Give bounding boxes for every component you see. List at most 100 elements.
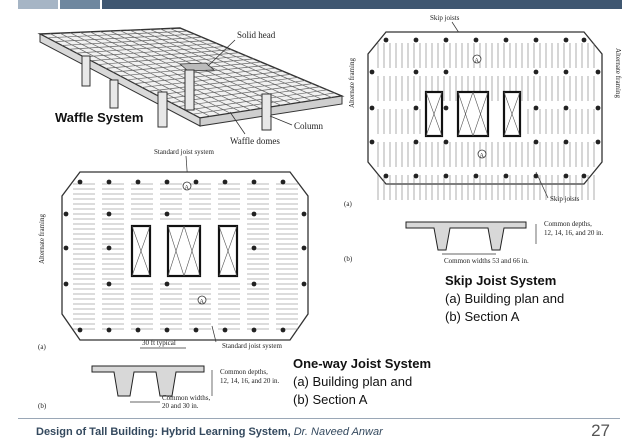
footer-title: Design of Tall Building: Hybrid Learning… xyxy=(36,426,291,438)
skip-section-a-top: A xyxy=(475,58,480,64)
label-standard-joist-top: Standard joist system xyxy=(154,148,214,156)
column-dot xyxy=(164,281,170,287)
label-oneway-widths-2: 20 and 30 in. xyxy=(162,402,199,410)
column-dot xyxy=(563,173,569,179)
column-dot xyxy=(193,327,199,333)
label-thirty-ft: 30 ft typical xyxy=(142,339,176,347)
column-dot xyxy=(63,211,69,217)
column-dot xyxy=(164,327,170,333)
label-waffle-domes: Waffle domes xyxy=(230,136,280,146)
label-alternate-framing-left-skip: Alternate framing xyxy=(348,58,356,108)
column-dot xyxy=(280,179,286,185)
column-dot xyxy=(413,69,419,75)
column-dot xyxy=(251,281,257,287)
column-dot xyxy=(533,69,539,75)
column-dot xyxy=(106,245,112,251)
column-dot xyxy=(383,173,389,179)
skip-caption: Skip Joist System (a) Building plan and … xyxy=(445,273,564,324)
column-dot xyxy=(443,139,449,145)
oneway-caption: One-way Joist System (a) Building plan a… xyxy=(293,356,431,407)
column-dot xyxy=(595,139,601,145)
column-dot xyxy=(135,327,141,333)
column-dot xyxy=(369,69,375,75)
leader-solid-head xyxy=(207,39,236,67)
oneway-caption-a: (a) Building plan and xyxy=(293,374,413,389)
label-skip-fig-a: (a) xyxy=(344,200,352,208)
label-fig-b: (b) xyxy=(38,402,47,410)
skip-section-a-bottom: A xyxy=(480,153,485,159)
oneway-caption-b: (b) Section A xyxy=(293,392,368,407)
skip-caption-b: (b) Section A xyxy=(445,309,520,324)
column-dot xyxy=(413,37,419,43)
column-dot xyxy=(164,179,170,185)
label-oneway-widths-1: Common widths, xyxy=(162,394,210,402)
column-dot xyxy=(413,139,419,145)
column-dot xyxy=(563,105,569,111)
waffle-slab-drawing: Solid head Column Waffle domes xyxy=(37,27,345,146)
skip-columns xyxy=(369,37,601,179)
slide-footer: Design of Tall Building: Hybrid Learning… xyxy=(0,418,638,447)
column-dot xyxy=(164,211,170,217)
label-column: Column xyxy=(294,121,324,131)
column-dot xyxy=(443,105,449,111)
column-dot xyxy=(135,179,141,185)
label-skip-joists-bottom: Skip joists xyxy=(550,195,580,203)
label-standard-joist-bottom: Standard joist system xyxy=(222,342,282,350)
oneway-caption-title: One-way Joist System xyxy=(293,356,431,371)
skip-plan-drawing: Skip joists Alternate framing Alternate … xyxy=(344,14,622,265)
column-dot xyxy=(301,245,307,251)
column-dot xyxy=(369,139,375,145)
column-dot xyxy=(106,327,112,333)
column-dot xyxy=(533,37,539,43)
column-dot xyxy=(193,179,199,185)
column-dot xyxy=(77,327,83,333)
label-skip-depths-1: Common depths, xyxy=(544,220,592,228)
column-dot xyxy=(106,281,112,287)
column-dot xyxy=(413,105,419,111)
section-a-marker-bottom: A xyxy=(200,299,205,305)
accent-bar-mid xyxy=(60,0,100,9)
accent-bar-light xyxy=(18,0,58,9)
skip-section xyxy=(405,221,527,251)
column-dot xyxy=(473,37,479,43)
column-dot xyxy=(503,173,509,179)
label-alternate-framing-left: Alternate framing xyxy=(38,214,46,264)
label-skip-depths-2: 12, 14, 16, and 20 in. xyxy=(544,229,604,237)
label-solid-head: Solid head xyxy=(237,30,276,40)
column-dot xyxy=(369,105,375,111)
column-dot xyxy=(563,37,569,43)
column-dot xyxy=(503,37,509,43)
label-oneway-depths-1: Common depths, xyxy=(220,368,268,376)
column-dot xyxy=(473,173,479,179)
page-number: 27 xyxy=(591,421,610,440)
column-dot xyxy=(251,327,257,333)
waffle-caption: Waffle System xyxy=(52,110,147,125)
leader-column xyxy=(269,115,293,126)
column-dot xyxy=(595,105,601,111)
label-skip-fig-b: (b) xyxy=(344,255,353,263)
footer-course-title: Design of Tall Building: Hybrid Learning… xyxy=(36,426,383,438)
column-dot xyxy=(443,173,449,179)
oneway-plan-drawing: Standard joist system Alternate framing … xyxy=(38,148,309,410)
column-dot xyxy=(106,211,112,217)
label-skip-joists-top: Skip joists xyxy=(430,14,460,22)
column-dot xyxy=(63,245,69,251)
skip-caption-a: (a) Building plan and xyxy=(445,291,565,306)
column-dot xyxy=(581,37,587,43)
column-dot xyxy=(563,69,569,75)
oneway-columns xyxy=(63,179,307,333)
leader-domes xyxy=(229,111,246,135)
footer-divider xyxy=(18,418,620,419)
label-alternate-framing-right-skip: Alternate framing xyxy=(614,48,622,98)
column-dot xyxy=(280,327,286,333)
column-dot xyxy=(251,211,257,217)
column-dot xyxy=(222,179,228,185)
skip-core xyxy=(424,90,522,138)
column-dot xyxy=(222,327,228,333)
column-dot xyxy=(106,179,112,185)
skip-caption-title: Skip Joist System xyxy=(445,273,557,288)
footer-author: Dr. Naveed Anwar xyxy=(293,426,383,438)
column-dot xyxy=(251,245,257,251)
column-dot xyxy=(413,173,419,179)
oneway-section xyxy=(91,365,205,397)
